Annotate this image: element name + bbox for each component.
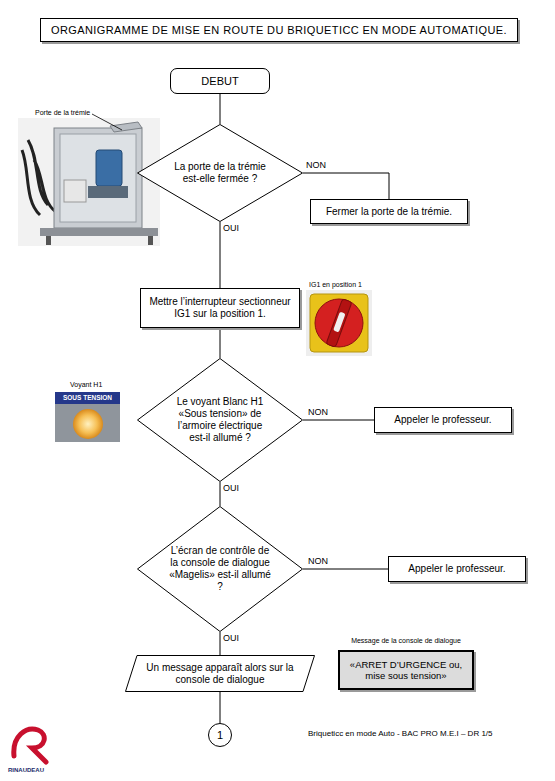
edge-label: NON (306, 160, 326, 171)
shape-outline (138, 507, 303, 632)
edge-label: OUI (223, 633, 239, 644)
switch-handle (326, 299, 352, 348)
connector (220, 692, 221, 723)
edge-label: NON (308, 407, 328, 418)
decision-diamond: L’écran de contrôle de la console de dia… (137, 506, 303, 632)
footer-text: Briqueticc en mode Auto - BAC PRO M.E.I … (308, 729, 493, 739)
decision-diamond: La porte de la trémie est-elle fermée ? (137, 124, 303, 222)
shape-text-column: La porte de la trémie est-elle fermée ? (169, 161, 272, 185)
node-text: 1 (217, 729, 223, 741)
photo-background (18, 118, 160, 246)
connector (303, 173, 389, 199)
edge-label: OUI (223, 223, 239, 234)
node-text: Appeler le professeur. (408, 563, 505, 575)
connector (303, 569, 388, 570)
edge-label: NON (308, 556, 328, 567)
message-frame: «ARRET D’URGENCE ou, mise sous tension» (338, 650, 474, 690)
label-text: Voyant H1 (70, 380, 102, 389)
connector (220, 328, 221, 358)
label-text: Porte de la trémie (35, 108, 90, 117)
connector (220, 222, 221, 288)
edge-label: OUI (223, 483, 239, 494)
node-text: Mettre l’interrupteur sectionneur IG1 su… (145, 296, 295, 320)
label-text: IG1 en position 1 (309, 280, 362, 289)
node-text: «ARRET D’URGENCE ou, mise sous tension» (346, 659, 466, 681)
connector (303, 420, 374, 421)
shape-text-area: L’écran de contrôle de la console de dia… (137, 506, 303, 632)
node-text: Un message apparaît alors sur la console… (140, 662, 300, 686)
switch-plate (310, 294, 368, 352)
school-logo (14, 729, 46, 762)
container (64, 180, 86, 202)
process-box: Fermer la porte de la trémie. (310, 199, 468, 224)
machine-base (40, 228, 158, 236)
switch-knob (315, 299, 363, 347)
hopper-top (110, 122, 142, 132)
shape-text-area: Le voyant Blanc H1 «Sous tension» de l’a… (137, 358, 303, 482)
process-box: Appeler le professeur. (388, 556, 526, 582)
node-text: DEBUT (201, 75, 238, 87)
shape-outline (126, 656, 315, 692)
machine-cables (22, 140, 56, 215)
title-text: ORGANIGRAMME DE MISE EN ROUTE DU BRIQUET… (51, 24, 507, 36)
shape-text-column: Un message apparaît alors sur la console… (140, 662, 300, 686)
photo-background (306, 290, 372, 356)
lamp-panel (55, 392, 120, 442)
decision-diamond: Le voyant Blanc H1 «Sous tension» de l’a… (137, 358, 303, 482)
motor (96, 150, 122, 186)
gearbox (88, 186, 128, 198)
connector (220, 632, 221, 655)
node-text: La porte de la trémie est-elle fermée ? (169, 161, 272, 185)
connector (220, 94, 221, 124)
shape-outline (138, 359, 303, 482)
connector (220, 482, 221, 506)
node-text: L’écran de contrôle de la console de dia… (169, 545, 272, 593)
lamp-label-strip (55, 392, 120, 404)
shape-text-area: La porte de la trémie est-elle fermée ? (137, 124, 303, 222)
process-box: Mettre l’interrupteur sectionneur IG1 su… (140, 288, 300, 328)
hopper-door (60, 134, 136, 222)
shape-text-column: L’écran de contrôle de la console de dia… (169, 545, 272, 593)
io-parallelogram: Un message apparaît alors sur la console… (125, 655, 315, 692)
machine-leg (46, 236, 51, 245)
shape-text-column: Le voyant Blanc H1 «Sous tension» de l’a… (169, 396, 272, 444)
title-box: ORGANIGRAMME DE MISE EN ROUTE DU BRIQUET… (40, 18, 518, 42)
connector-circle: 1 (208, 723, 232, 747)
node-text: Fermer la porte de la trémie. (326, 206, 452, 218)
leader-line (92, 114, 122, 130)
machine-frame (54, 128, 142, 228)
node-text: Le voyant Blanc H1 «Sous tension» de l’a… (169, 396, 272, 444)
lamp-light (73, 409, 103, 439)
label-text: RINAUDEAU (8, 766, 44, 774)
lamp-text: SOUS TENSION (55, 393, 120, 403)
node-heading: Message de la console de dialogue (338, 636, 474, 645)
switch-handle-mark (333, 312, 345, 333)
terminal-box: DEBUT (170, 68, 270, 94)
message-box: Message de la console de dialogue «ARRET … (338, 636, 474, 692)
machine-leg (148, 236, 153, 245)
node-text: Appeler le professeur. (394, 414, 491, 426)
process-box: Appeler le professeur. (374, 407, 512, 433)
shape-text-area: Un message apparaît alors sur la console… (125, 655, 315, 692)
shape-outline (138, 125, 303, 222)
